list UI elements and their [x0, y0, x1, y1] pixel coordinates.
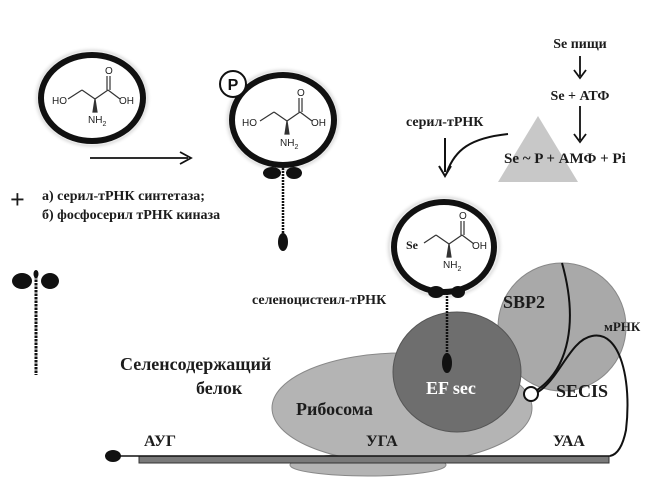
secis-hairpin-loop — [523, 386, 539, 402]
selenocysteine-trna: Se OH O NH2 — [384, 193, 504, 373]
selenoprotein-label-line1: Селенсодержащий — [120, 354, 271, 374]
trna-icon — [263, 165, 302, 251]
down-arrow-icon — [573, 106, 587, 144]
start-codon-label: АУГ — [144, 433, 176, 450]
selenophosphate-synthetase-triangle — [498, 116, 578, 182]
serine-structure — [67, 76, 121, 113]
reaction-arrow — [90, 151, 193, 165]
phosphoserine-oh: OH — [311, 118, 326, 129]
mrna-cap — [105, 450, 121, 462]
sbp2-label: SBP2 — [503, 292, 545, 312]
plus-sign: + — [10, 185, 25, 214]
phosphoserine-o: O — [297, 88, 305, 99]
trna-icon — [428, 286, 465, 373]
phosphoserine-trna: HO OH O NH2 P — [219, 66, 343, 251]
serine-ho: HO — [52, 96, 67, 107]
serine-oh: OH — [119, 96, 134, 107]
ribosome-label: Рибосома — [296, 399, 373, 419]
phosphate-label: P — [228, 77, 239, 94]
seryl-trna-label: серил-тРНК — [406, 115, 484, 130]
enzyme-line-a: а) серил-тРНК синтетаза; — [42, 189, 205, 204]
serine-o: O — [105, 66, 113, 77]
phosphoserine-ho: HO — [242, 118, 257, 129]
selenocysteine-se: Se — [406, 238, 419, 252]
selenocysteine-structure — [423, 221, 475, 258]
selenium-pathway: Se пищи Se + АТФ Se ~ P + АМФ + Pi серил… — [406, 37, 626, 182]
uga-codon-label: УГА — [366, 433, 398, 450]
phosphoserine-structure — [259, 98, 313, 135]
selenoprotein-label-line2: белок — [196, 378, 243, 398]
selenocysteine-o: O — [459, 211, 467, 222]
phosphoserine-nh2: NH2 — [280, 138, 298, 151]
secis-label: SECIS — [556, 381, 608, 401]
mrna-secis-loop — [533, 262, 629, 457]
selenocysteine-nh2: NH2 — [443, 260, 461, 273]
phosphate-badge: P — [219, 70, 247, 98]
sec-trna-label: селеноцистеил-тРНК — [252, 293, 387, 308]
se-diet-label: Se пищи — [553, 37, 607, 52]
selenocysteine-oh: OH — [472, 241, 487, 252]
serine-molecule: HO OH O NH2 — [32, 46, 152, 150]
stop-codon-label: УАА — [553, 433, 585, 450]
mrna-strand — [105, 450, 610, 464]
enzyme-line-b: б) фосфосерил тРНК киназа — [42, 208, 220, 223]
se-atp-label: Se + АТФ — [551, 89, 610, 104]
serine-nh2: NH2 — [88, 115, 106, 128]
ef-sec-label: EF sec — [426, 378, 476, 398]
curved-arrow-icon — [438, 133, 509, 178]
free-trna-icon — [12, 270, 59, 375]
ef-sec-protein — [392, 311, 522, 433]
enzymes-note: + а) серил-тРНК синтетаза; б) фосфосерил… — [10, 185, 220, 223]
mrna-label: мРНК — [604, 319, 641, 334]
down-arrow-icon — [573, 56, 587, 80]
selenophosphate-label: Se ~ P + АМФ + Pi — [504, 151, 626, 167]
